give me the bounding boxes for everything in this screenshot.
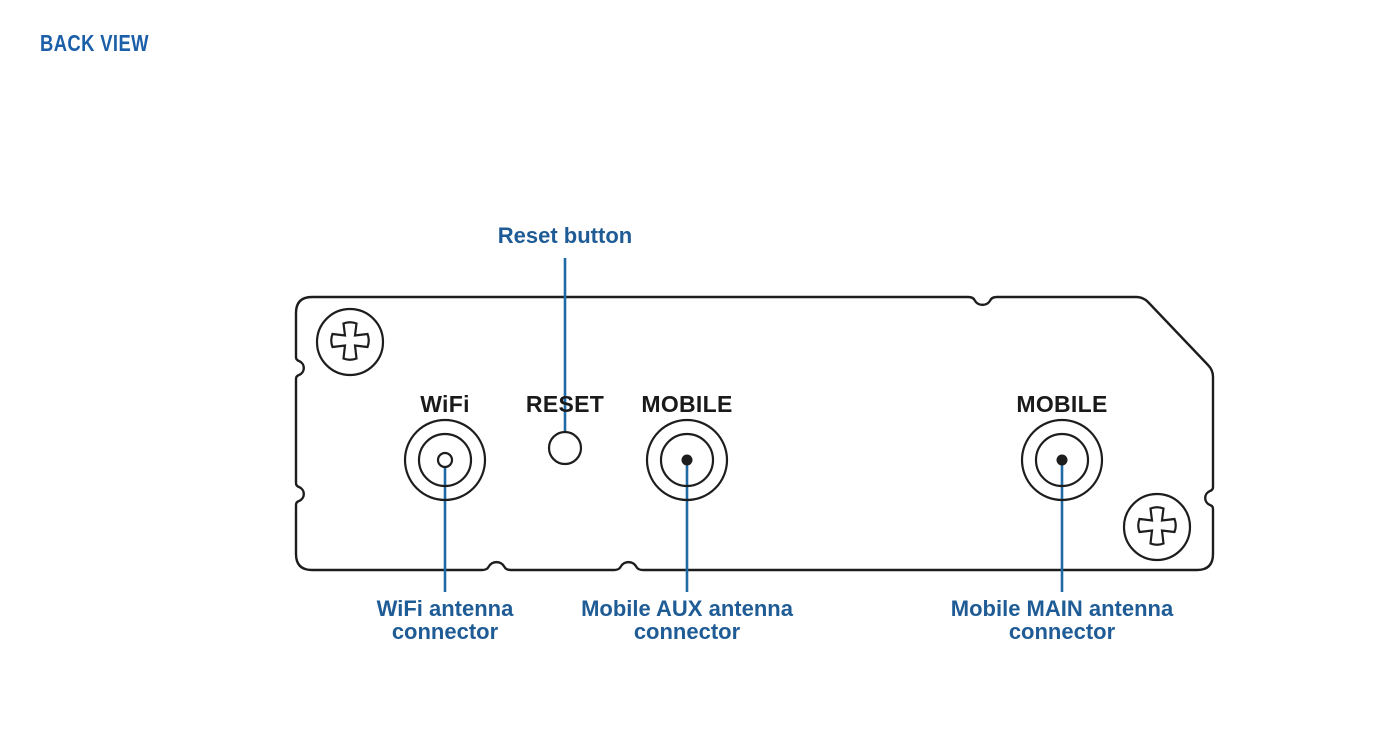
silkscreen-label-mobile-aux: MOBILE (641, 391, 732, 417)
callout-mobile-main-antenna-line1: Mobile MAIN antenna (951, 596, 1174, 621)
page-title: BACK VIEW (40, 30, 149, 56)
silkscreen-label-mobile-main: MOBILE (1016, 391, 1107, 417)
callout-wifi-antenna-line1: WiFi antenna (377, 596, 514, 621)
mobile-aux-antenna-connector[interactable] (645, 418, 729, 502)
callout-mobile-aux-antenna-line1: Mobile AUX antenna (581, 596, 794, 621)
screw-bottom-right (1122, 492, 1192, 562)
screw-top-left (315, 307, 385, 377)
callout-mobile-main-antenna-line2: connector (1009, 619, 1116, 644)
callout-reset-button-line1: Reset button (498, 223, 632, 248)
wifi-antenna-connector[interactable] (403, 418, 487, 502)
callout-mobile-aux-antenna-line2: connector (634, 619, 741, 644)
reset-button[interactable] (547, 430, 583, 466)
mobile-main-antenna-connector[interactable] (1020, 418, 1104, 502)
callout-wifi-antenna-line2: connector (392, 619, 499, 644)
silkscreen-label-reset: RESET (526, 391, 604, 417)
silkscreen-label-wifi: WiFi (420, 391, 470, 417)
device-enclosure-outline (294, 295, 1215, 572)
